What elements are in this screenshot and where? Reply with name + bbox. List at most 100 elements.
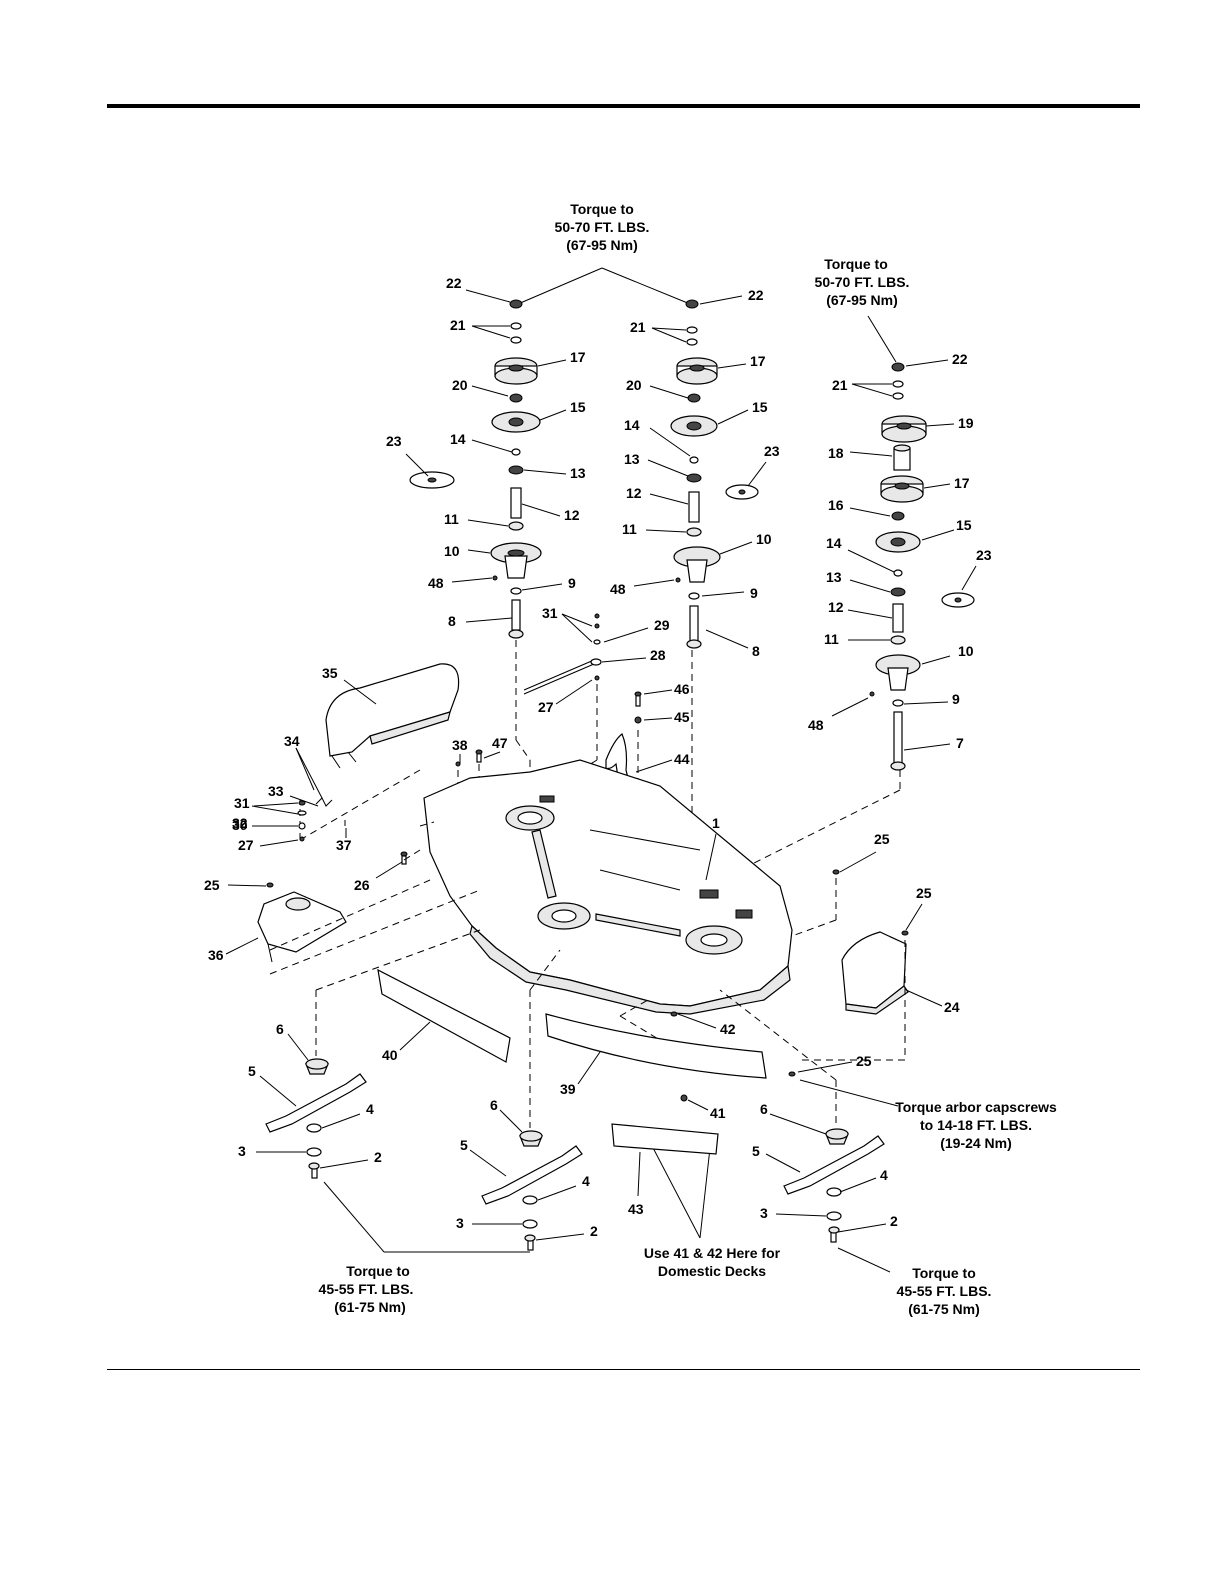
callout: 6 — [760, 1101, 768, 1117]
spacer-tube-part-12 — [688, 491, 700, 523]
bearing-part-13 — [508, 465, 524, 475]
washer-part-4 — [306, 1123, 322, 1133]
blade-adapter-part-6 — [825, 1128, 849, 1140]
blade-torque-note-left: Torque to 45-55 FT. LBS. (61-75 Nm) — [319, 1263, 414, 1315]
leader-line — [649, 1141, 701, 1239]
blade-assembly-center — [481, 1130, 583, 1251]
callout: 20 — [626, 377, 642, 393]
mower-deck-part-1 — [419, 759, 793, 1015]
callout: 14 — [826, 535, 842, 551]
callout: 21 — [630, 319, 646, 335]
callout: 14 — [450, 431, 466, 447]
header-rule — [107, 104, 1140, 108]
callout: 4 — [880, 1167, 888, 1183]
callout: 5 — [752, 1143, 760, 1159]
bearing-part-16 — [891, 511, 905, 521]
footer-rule — [107, 1369, 1140, 1370]
shaft-part-7 — [893, 711, 903, 765]
blade-assembly-right — [783, 1128, 885, 1243]
callout: 40 — [382, 1047, 398, 1063]
bearing-part-11 — [508, 521, 524, 531]
note-line: Torque to — [346, 1263, 410, 1279]
callout: 2 — [890, 1213, 898, 1229]
callout: 25 — [874, 831, 890, 847]
domestic-decks-note: Use 41 & 42 Here for Domestic Decks — [644, 1245, 781, 1279]
callout: 25 — [916, 885, 932, 901]
callout: 32 — [232, 815, 248, 831]
bearing-part-13 — [686, 473, 702, 483]
bearing-part-13 — [890, 587, 906, 597]
callout: 47 — [492, 735, 508, 751]
callout: 15 — [752, 399, 768, 415]
note-line: 45-55 FT. LBS. — [897, 1283, 992, 1299]
callout: 26 — [354, 877, 370, 893]
callout: 11 — [824, 631, 839, 647]
torque-note-right: Torque to 50-70 FT. LBS. (67-95 Nm) — [815, 256, 910, 308]
callout: 42 — [720, 1021, 736, 1037]
leader-line — [699, 1147, 711, 1239]
callout: 28 — [650, 647, 666, 663]
callout: 4 — [582, 1173, 590, 1189]
callout: 6 — [490, 1097, 498, 1113]
leader-line — [601, 267, 691, 305]
spindle-stack-center — [670, 299, 759, 820]
bolt-part-25 — [832, 869, 840, 875]
callout: 22 — [952, 351, 968, 367]
zerk-fitting-part-48 — [492, 575, 498, 581]
callout: 2 — [374, 1149, 382, 1165]
callout: 29 — [654, 617, 670, 633]
leader-line — [791, 919, 837, 937]
callout: 46 — [674, 681, 690, 697]
callout: 6 — [276, 1021, 284, 1037]
callout: 12 — [828, 599, 844, 615]
nut-part-41 — [680, 1094, 688, 1102]
note-line: Torque to — [824, 256, 888, 272]
arbor-torque-note: Torque arbor capscrews to 14-18 FT. LBS.… — [895, 1099, 1057, 1151]
callout: 48 — [808, 717, 824, 733]
note-line: (67-95 Nm) — [826, 292, 898, 308]
callout: 13 — [570, 465, 586, 481]
belt-cover-assembly — [297, 663, 460, 842]
callout: 39 — [560, 1081, 576, 1097]
callout: 25 — [204, 877, 220, 893]
hex-nut-part-22 — [509, 299, 523, 309]
washer-part-21 — [686, 338, 698, 346]
small-hardware — [455, 691, 642, 837]
callout: 8 — [752, 643, 760, 659]
spindle-stack-right — [719, 362, 975, 881]
baffle-part-40 — [377, 968, 511, 1063]
callout: 17 — [954, 475, 970, 491]
callout-leaders — [225, 289, 977, 1241]
leader-line — [719, 989, 837, 1081]
callout: 19 — [958, 415, 974, 431]
washer-part-21 — [510, 322, 522, 330]
callout: 41 — [710, 1105, 726, 1121]
bearing-part-11 — [890, 635, 906, 645]
callout: 21 — [450, 317, 466, 333]
note-line: (19-24 Nm) — [940, 1135, 1012, 1151]
note-line: Torque to — [570, 201, 634, 217]
leader-line — [837, 1247, 891, 1273]
callout: 37 — [336, 837, 352, 853]
callout-labels: 22 21 17 20 15 14 13 23 12 11 10 48 9 8 … — [204, 275, 992, 1239]
callout: 43 — [628, 1201, 644, 1217]
washer-part-21 — [510, 336, 522, 344]
bolt-part-26 — [400, 849, 421, 865]
callout: 4 — [366, 1101, 374, 1117]
bearing-part-20 — [687, 393, 701, 403]
callout: 3 — [456, 1215, 464, 1231]
blade-part-5 — [481, 1145, 583, 1205]
washer-part-21 — [686, 326, 698, 334]
washer-part-4 — [826, 1187, 842, 1197]
washer-part-4 — [522, 1195, 538, 1205]
callout: 44 — [674, 751, 690, 767]
callout: 8 — [448, 613, 456, 629]
callout: 12 — [626, 485, 642, 501]
shaft-part-8 — [511, 599, 521, 631]
callout: 11 — [444, 511, 459, 527]
baffle-part-39 — [545, 1013, 767, 1079]
belt-cover-part-35 — [325, 663, 460, 757]
callout: 9 — [568, 575, 576, 591]
note-line: Torque to — [912, 1265, 976, 1281]
